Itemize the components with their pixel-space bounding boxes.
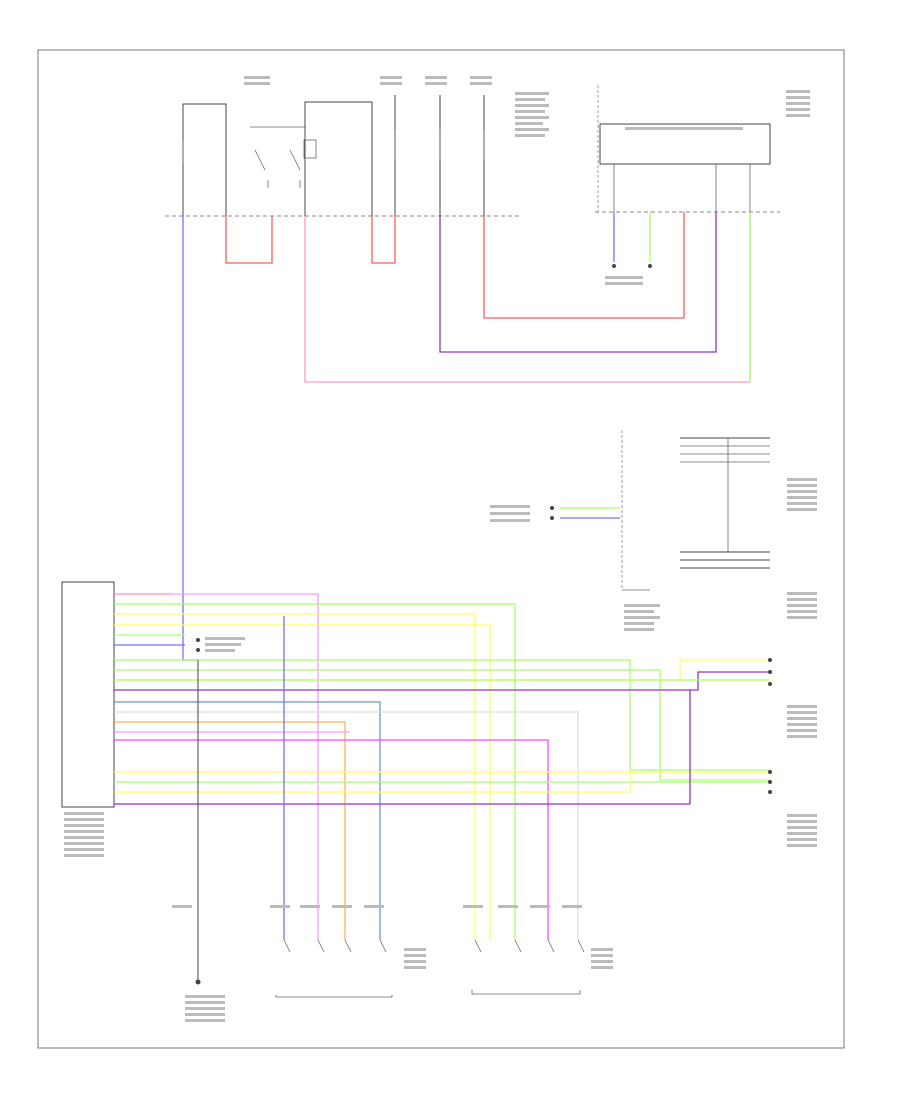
fuse-1 [182, 103, 227, 216]
wire-module-4 [114, 624, 491, 940]
ground-point [195, 979, 201, 985]
diagram-frame [37, 49, 845, 1049]
wire-module-16 [114, 739, 549, 940]
wire-red-loop-2 [371, 216, 396, 264]
wire-module-12 [114, 701, 381, 940]
wire-red-long [483, 212, 685, 319]
headlamp-module [61, 581, 115, 857]
wire-purple-long [439, 212, 717, 353]
wire-module-14 [114, 721, 346, 940]
wire-module-8 [114, 669, 770, 781]
wire-module-2 [114, 603, 516, 940]
wire-module-19 [114, 770, 631, 793]
fuse-2 [304, 101, 373, 216]
suspension-sensor-block [490, 430, 817, 631]
right-headlamp-switches [471, 939, 585, 995]
central-electronic-module [595, 85, 810, 213]
relay-symbol [250, 126, 317, 188]
wire-module-1 [114, 593, 319, 940]
fuse-relay-box [165, 76, 549, 217]
wire-module-20 [114, 690, 691, 805]
wire-module-7 [114, 659, 770, 771]
wire-red-loop-1 [225, 216, 273, 264]
left-headlamp-switches [275, 939, 393, 998]
wire-module-13 [114, 711, 579, 940]
wire-module-10 [114, 671, 770, 691]
wire-module-3 [114, 613, 476, 940]
